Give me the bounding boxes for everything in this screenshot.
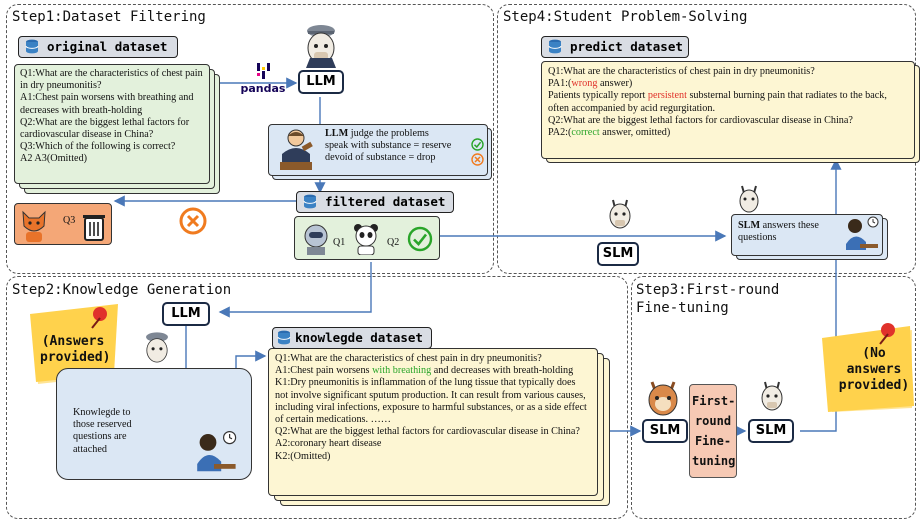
drop-x-circle-icon (179, 207, 207, 235)
a1-with-breathing: with breathing (372, 365, 432, 377)
step1-title: Step1:Dataset Filtering (12, 9, 206, 25)
llm-model-step2: LLM (162, 302, 210, 326)
panda-icon (354, 224, 378, 255)
student-llama-icon (761, 381, 783, 411)
filtered-q2: Q2 (387, 237, 400, 248)
filtered-dataset-card: Q1 Q2 (294, 216, 440, 260)
judge-llm-bold: LLM (325, 128, 349, 139)
knowledge-dataset-card: Q1:What are the characteristics of chest… (268, 348, 598, 496)
pa1-suffix: answer) (597, 78, 633, 90)
patients-suffix: substernal burning pain that radiates to… (548, 90, 887, 114)
original-q1: Q1:What are the characteristics of chest… (20, 68, 203, 92)
knowledge-a1: A1:Chest pain worsens with breathing and… (275, 365, 591, 377)
step1-panel (6, 4, 494, 274)
finetune-label: First-round Fine-tuning (692, 394, 736, 468)
slm-model-step3-in: SLM (642, 419, 688, 443)
slm-answers-bold: SLM (738, 220, 761, 231)
judge-gavel-icon (280, 129, 313, 170)
original-a1: A1:Chest pain worsens with breathing and… (20, 92, 194, 116)
original-a2-a3: A2 A3(Omitted) (20, 153, 88, 165)
predict-q1: Q1:What are the characteristics of chest… (548, 66, 815, 77)
pa2-correct: correct (571, 127, 600, 139)
step3-title-line2: Fine-tuning (636, 300, 729, 316)
student-writing-icon (197, 431, 237, 472)
step2-title: Step2:Knowledge Generation (12, 282, 232, 298)
student-llama-icon (609, 199, 631, 229)
predict-dataset-card: Q1:What are the characteristics of chest… (541, 61, 915, 159)
finetune-box: First-round Fine-tuning (689, 384, 737, 478)
reserve-check-icon (471, 138, 484, 151)
database-icon (548, 39, 562, 54)
knowledge-k1: K1:Dry pneumonitis is inflammation of th… (275, 377, 587, 426)
database-icon (303, 194, 317, 209)
database-icon (277, 330, 291, 345)
step2-panel (6, 276, 628, 519)
drop-x-icon (471, 153, 484, 166)
slm-answers-rest: answers these questions (738, 220, 819, 244)
knowledge-a2: A2:coronary heart disease (275, 438, 382, 450)
patients-persistent: persistent (647, 90, 687, 102)
pa2-suffix: answer, omitted) (599, 127, 671, 139)
predict-dataset-label: predict dataset (541, 36, 689, 58)
knowledge-q1: Q1:What are the characteristics of chest… (275, 353, 542, 364)
pandas-logo-bars (257, 63, 270, 79)
predict-q2: Q2:What are the biggest lethal factors f… (548, 114, 853, 126)
original-q2: Q2:What are the biggest lethal factors f… (20, 116, 190, 141)
llama-answering-icon (739, 185, 759, 213)
no-answers-text: (No answers provided) (838, 346, 910, 393)
database-icon (25, 39, 39, 54)
pa2-prefix: PA2:( (548, 127, 572, 139)
predict-pa1: PA1:(wrong answer) (548, 78, 908, 90)
knowledge-q2: Q2:What are the biggest lethal factors f… (275, 426, 580, 438)
pandas-logo: pandas (238, 62, 288, 95)
student-writing-icon (846, 216, 879, 250)
slm-model-step4: SLM (597, 242, 639, 266)
dropped-q3: Q3 (63, 215, 76, 226)
predict-pa2: PA2:(correct answer, omitted) (548, 127, 908, 139)
original-dataset-title: original dataset (47, 39, 168, 54)
teacher-llama-icon (146, 332, 168, 363)
judge-line3: devoid of substance = drop (325, 152, 436, 164)
slm-model-step3-out: SLM (748, 419, 794, 443)
patients-prefix: Patients typically report (548, 90, 648, 102)
predict-patients: Patients typically report persistent sub… (548, 90, 908, 114)
fox-icon (22, 210, 46, 242)
knowledge-k2: K2:(Omitted) (275, 450, 331, 462)
answers-provided-note (30, 304, 118, 384)
filtered-q1: Q1 (333, 237, 346, 248)
pa1-prefix: PA1:( (548, 78, 572, 90)
robot-panda-icon (304, 224, 328, 255)
original-dataset-label: original dataset (18, 36, 178, 58)
check-circle-icon (407, 226, 433, 252)
trash-can-icon (83, 215, 105, 241)
step3-panel (631, 276, 916, 519)
knowledge-dataset-title: knowlegde dataset (295, 330, 423, 345)
judge-line1-rest: judge the problems (348, 128, 429, 139)
teacher-llama-icon (306, 25, 336, 68)
filtered-dataset-label: filtered dataset (296, 191, 454, 213)
judge-line2: speak with substance = reserve (325, 140, 452, 152)
brown-llama-icon (648, 381, 678, 416)
dropped-card: Q3 (14, 203, 112, 245)
a1-suffix: and decreases with breath-holding (431, 365, 574, 377)
step3-title-line1: Step3:First-round (636, 282, 780, 298)
pa1-wrong: wrong (571, 78, 598, 90)
original-q3: Q3:Which of the following is correct? (20, 141, 176, 153)
a1-prefix: A1:Chest pain worsens (275, 365, 373, 377)
knowledge-dataset-label: knowlegde dataset (272, 327, 432, 349)
predict-dataset-title: predict dataset (570, 39, 683, 54)
answers-provided-text: (Answers provided) (40, 334, 111, 365)
pandas-label: pandas (240, 82, 286, 95)
filtered-dataset-title: filtered dataset (325, 194, 446, 209)
arrow-filtered-to-llm2 (218, 262, 372, 318)
no-answers-note (822, 323, 914, 412)
llm-model-step1: LLM (298, 70, 344, 94)
original-dataset-card: Q1:What are the characteristics of chest… (14, 64, 210, 184)
step4-title: Step4:Student Problem-Solving (503, 9, 748, 25)
knowledge-note-text: Knowlegde to those reserved questions ar… (73, 407, 132, 455)
judge-line1: LLM judge the problems (325, 128, 482, 140)
